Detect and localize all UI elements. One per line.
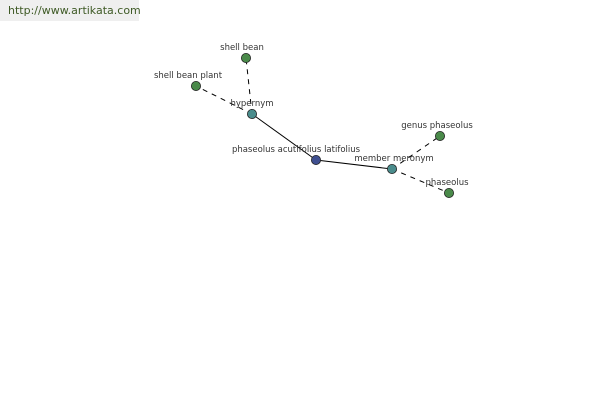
edge-member-meronym-to-genus-phaseolus: [391, 135, 441, 170]
node-label-center: phaseolus acutifolius latifolius: [232, 145, 361, 155]
edge-center-to-hypernym: [251, 113, 317, 161]
node-shell-bean-plant[interactable]: [190, 81, 201, 92]
source-url-bar: http://www.artikata.com: [0, 0, 141, 21]
node-label-genus-phaseolus: genus phaseolus: [401, 121, 473, 131]
node-label-phaseolus: phaseolus: [425, 178, 469, 188]
source-url-link[interactable]: http://www.artikata.com: [8, 4, 141, 17]
edge-hypernym-to-shell-bean-plant: [195, 85, 253, 115]
labels-layer: phaseolus acutifolius latifolius hypernym…: [154, 43, 473, 188]
edge-member-meronym-to-phaseolus: [391, 168, 450, 194]
node-label-member-meronym: member meronym: [354, 154, 433, 164]
node-member-meronym[interactable]: [386, 163, 397, 174]
node-label-hypernym: hypernym: [230, 99, 273, 109]
node-center[interactable]: [310, 154, 321, 165]
edge-center-to-member-meronym: [315, 159, 393, 170]
node-phaseolus[interactable]: [443, 187, 454, 198]
nodes-layer: [190, 53, 454, 198]
node-label-shell-bean: shell bean: [220, 43, 264, 53]
node-genus-phaseolus[interactable]: [434, 130, 445, 141]
node-hypernym[interactable]: [246, 109, 257, 120]
node-shell-bean[interactable]: [240, 53, 251, 64]
node-label-shell-bean-plant: shell bean plant: [154, 71, 223, 81]
edges-layer: [195, 57, 450, 194]
